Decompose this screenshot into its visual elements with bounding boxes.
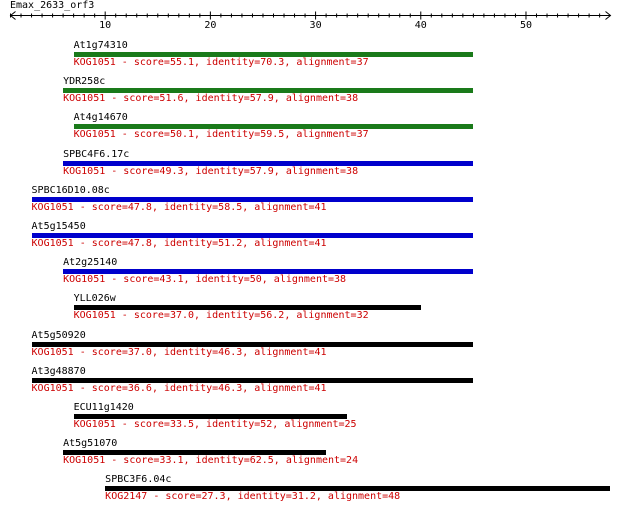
hit-bar[interactable] (73, 305, 421, 311)
axis-arrow-right (605, 11, 612, 20)
axis-tick-label: 30 (309, 20, 322, 31)
hit-info: KOG1051 - score=47.8, identity=58.5, ali… (31, 201, 327, 213)
hit-bar[interactable] (73, 124, 474, 130)
hit-name: At5g50920 (31, 329, 86, 341)
hit-bar[interactable] (63, 450, 327, 456)
hit-name: At5g51070 (63, 438, 118, 450)
hit-name: At4g14670 (73, 112, 128, 124)
hit-name: At1g74310 (73, 40, 128, 51)
axis-tick-label: 20 (204, 20, 217, 31)
hit-name: YDR258c (63, 76, 106, 88)
hit-bar[interactable] (63, 160, 474, 166)
position-axis (9, 11, 612, 20)
query-title: Emax_2633_orf3 (10, 0, 95, 11)
hit-name: SPBC3F6.04c (105, 474, 172, 486)
hit-info: KOG1051 - score=47.8, identity=51.2, ali… (31, 238, 327, 249)
hit-name: SPBC16D10.08c (31, 184, 110, 196)
hit-info: KOG1051 - score=49.3, identity=57.9, ali… (63, 165, 359, 177)
hit-name: At3g48870 (31, 365, 86, 377)
hit-name: ECU11g1420 (73, 402, 134, 413)
axis-tick-label: 50 (519, 20, 532, 31)
hit-bar[interactable] (31, 341, 474, 347)
hit-info: KOG2147 - score=27.3, identity=31.2, ali… (105, 491, 401, 503)
hit-info: KOG1051 - score=51.6, identity=57.9, ali… (63, 93, 359, 105)
hit-bar[interactable] (63, 269, 474, 275)
hit-bar[interactable] (31, 233, 474, 238)
hit-info: KOG1051 - score=37.0, identity=56.2, ali… (73, 310, 369, 322)
hit-info: KOG1051 - score=36.6, identity=46.3, ali… (31, 382, 327, 394)
hit-name: At5g15450 (31, 221, 86, 232)
hit-info: KOG1051 - score=55.1, identity=70.3, ali… (73, 57, 369, 68)
hit-bar[interactable] (63, 88, 474, 94)
hit-name: YLL026w (73, 293, 116, 305)
hit-info: KOG1051 - score=33.1, identity=62.5, ali… (63, 455, 359, 467)
hit-info: KOG1051 - score=37.0, identity=46.3, ali… (31, 346, 327, 358)
hit-name: SPBC4F6.17c (63, 148, 130, 160)
hit-name: At2g25140 (63, 257, 118, 269)
hit-info: KOG1051 - score=33.5, identity=52, align… (73, 419, 357, 430)
hit-bar[interactable] (31, 196, 474, 202)
axis-tick-label: 40 (414, 20, 427, 31)
axis-tick-label: 10 (99, 20, 112, 31)
hit-bar[interactable] (31, 377, 474, 383)
hit-bar[interactable] (73, 414, 348, 419)
hit-info: KOG1051 - score=50.1, identity=59.5, ali… (73, 129, 369, 141)
hit-bar[interactable] (105, 486, 610, 492)
hit-info: KOG1051 - score=43.1, identity=50, align… (63, 274, 347, 286)
hit-bar[interactable] (73, 52, 474, 57)
